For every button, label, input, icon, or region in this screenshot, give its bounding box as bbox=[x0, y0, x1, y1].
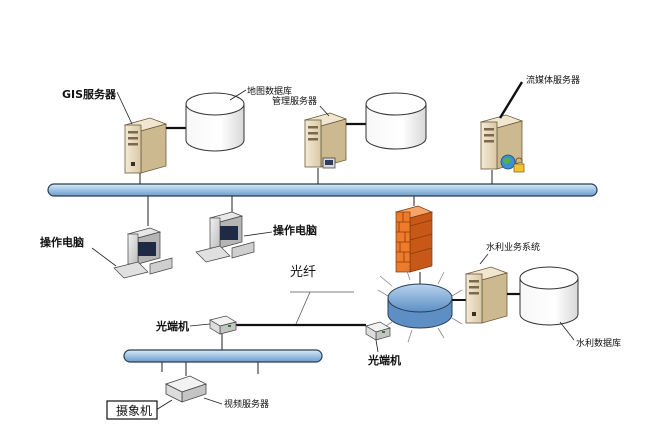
water-business-server bbox=[464, 266, 509, 324]
water-database-cylinder bbox=[519, 266, 579, 326]
operator-pc-right-label: 操作电脑 bbox=[273, 223, 317, 237]
video-server-label: 视频服务器 bbox=[224, 398, 269, 410]
water-business-label-leader bbox=[479, 253, 489, 265]
map-database-cylinder bbox=[185, 92, 245, 152]
optical-fiber-label: 光纤 bbox=[290, 265, 316, 280]
gis-server-label-leader bbox=[116, 91, 133, 125]
management-database-cylinder bbox=[365, 92, 427, 150]
optical-terminal-left-label: 光端机 bbox=[155, 319, 189, 333]
map-database-label-leader bbox=[229, 89, 247, 101]
map-database-label: 地图数据库 bbox=[247, 85, 292, 97]
operator-pc-left-label: 操作电脑 bbox=[40, 235, 84, 249]
camera-link bbox=[155, 399, 173, 411]
water-business-system-label: 水利业务系统 bbox=[486, 241, 540, 253]
site-bus bbox=[123, 349, 323, 363]
optical-terminal-left-icon bbox=[209, 315, 237, 335]
streaming-server-label: 流媒体服务器 bbox=[526, 74, 580, 86]
hub-icon bbox=[377, 267, 463, 343]
operator-pc-right bbox=[195, 196, 255, 263]
operator-pc-left bbox=[113, 196, 173, 279]
camera-label: 摄象机 bbox=[116, 403, 152, 418]
video-server-icon bbox=[164, 362, 208, 403]
gis-server bbox=[123, 117, 168, 184]
optical-terminal-right-icon bbox=[365, 321, 391, 341]
optical-terminal-right-leader bbox=[375, 339, 379, 353]
camera-box bbox=[106, 400, 158, 420]
main-backbone-bus bbox=[47, 183, 598, 197]
water-database-label: 水利数据库 bbox=[576, 337, 621, 349]
optical-terminal-right-label: 光端机 bbox=[367, 353, 401, 367]
water-database-label-leader bbox=[559, 321, 575, 341]
management-server-label-leader bbox=[319, 105, 330, 117]
firewall-icon bbox=[394, 196, 434, 273]
management-server bbox=[303, 112, 348, 184]
management-server-label: 管理服务器 bbox=[272, 95, 317, 107]
video-server-label-leader bbox=[203, 397, 223, 405]
globe-icon bbox=[500, 154, 516, 170]
streaming-server-label-leader bbox=[498, 81, 524, 119]
operator-pc-left-label-leader bbox=[91, 247, 117, 267]
optical-terminal-left-leader bbox=[189, 323, 211, 327]
gis-server-label: GIS服务器 bbox=[62, 87, 117, 101]
lock-icon bbox=[513, 157, 525, 173]
optical-fiber-label-leader bbox=[295, 291, 311, 325]
operator-pc-right-label-leader bbox=[243, 231, 273, 237]
streaming-media-server bbox=[479, 114, 524, 184]
